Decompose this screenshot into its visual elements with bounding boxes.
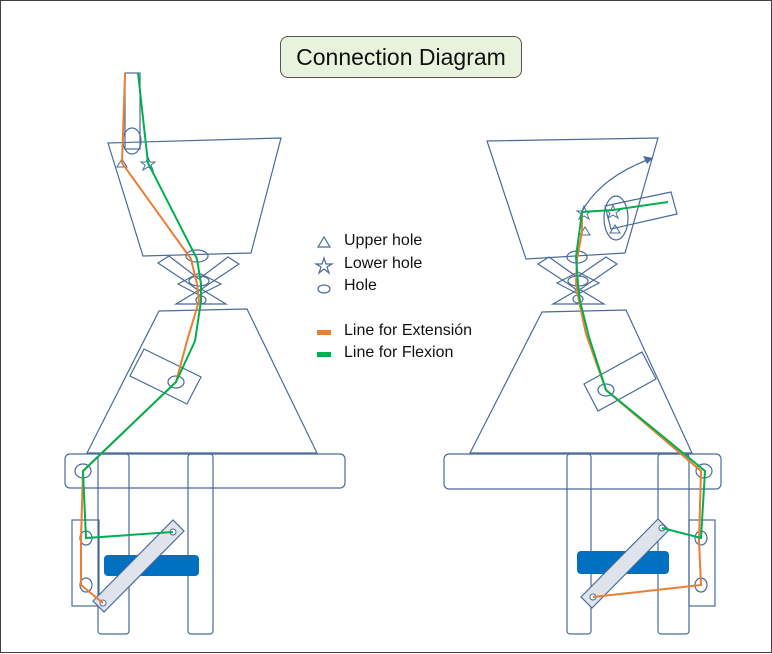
diagram-title: Connection Diagram bbox=[280, 36, 522, 78]
right-horizontal-bar bbox=[443, 453, 722, 490]
upper-hole-legend-icon bbox=[316, 235, 332, 248]
extension-legend-swatch bbox=[317, 330, 331, 335]
right-upper-hole-marker-2 bbox=[609, 224, 621, 234]
right-upper-trapezoid bbox=[486, 137, 659, 260]
left-assembly bbox=[64, 72, 346, 635]
left-horizontal-bar bbox=[64, 453, 346, 489]
left-vertical-bar-2 bbox=[187, 453, 214, 635]
legend-extension-label: Line for Extensión bbox=[344, 322, 473, 339]
right-vertical-bar-2 bbox=[657, 453, 690, 635]
left-upper-trapezoid bbox=[107, 137, 282, 257]
left-hole-4 bbox=[167, 375, 185, 389]
left-vertical-bar-1 bbox=[97, 453, 130, 635]
right-joint-arms bbox=[536, 256, 619, 292]
left-joint-diamond bbox=[176, 272, 223, 296]
legend-flexion-label: Line for Flexion bbox=[344, 344, 454, 361]
right-assembly bbox=[443, 137, 722, 635]
left-tilted-block bbox=[129, 348, 202, 405]
right-flexion-line bbox=[574, 201, 707, 540]
right-joint-triangle bbox=[550, 288, 607, 305]
left-flexion-line bbox=[81, 72, 202, 540]
left-lower-hole-marker bbox=[139, 155, 157, 172]
right-extension-line bbox=[574, 212, 703, 598]
left-lower-trapezoid bbox=[86, 308, 318, 454]
legend-lower-hole-label: Lower hole bbox=[344, 255, 423, 272]
left-top-strap bbox=[124, 72, 141, 150]
right-hole-4 bbox=[597, 383, 615, 397]
right-ring-hole bbox=[603, 195, 629, 241]
left-upper-hole-marker bbox=[116, 158, 128, 168]
legend-symbols bbox=[313, 235, 335, 357]
right-tilted-block bbox=[583, 351, 657, 412]
lower-hole-legend-icon bbox=[313, 256, 335, 275]
right-lower-trapezoid bbox=[469, 309, 693, 454]
flexion-legend-swatch bbox=[317, 352, 331, 357]
legend-hole-label: Hole bbox=[344, 277, 377, 294]
hole-legend-icon bbox=[317, 284, 331, 294]
right-curved-arrow bbox=[580, 157, 654, 214]
left-joint-arms bbox=[156, 255, 241, 292]
legend-upper-hole-label: Upper hole bbox=[344, 232, 423, 249]
right-vertical-bar-1 bbox=[566, 453, 592, 635]
right-arrow-head bbox=[643, 156, 653, 164]
left-strap-hole bbox=[122, 127, 142, 155]
right-tilted-strap bbox=[604, 191, 678, 230]
right-joint-diamond bbox=[555, 271, 601, 295]
left-link-bar bbox=[92, 519, 185, 613]
left-extension-line bbox=[80, 73, 201, 604]
